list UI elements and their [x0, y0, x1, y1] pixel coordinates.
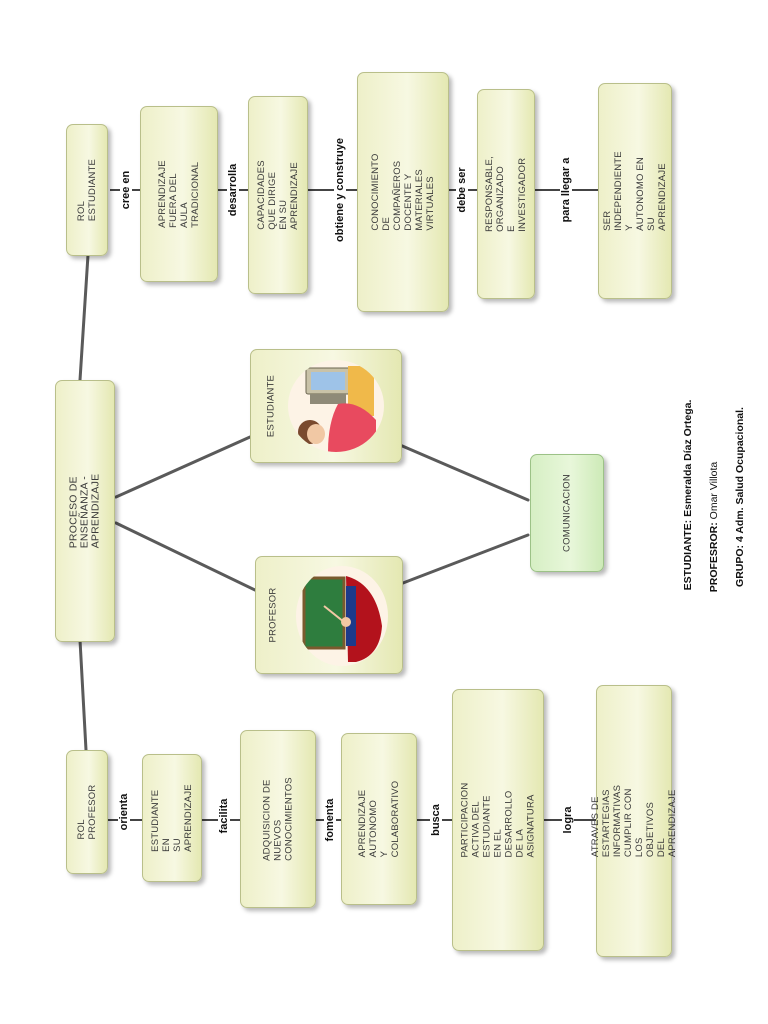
node-capacidades-text: CAPACIDADES QUE DIRIGE EN SU APRENDIZAJE	[256, 160, 300, 230]
node-aprendizaje-autonomo: APRENDIZAJE AUTONOMO Y COLABORATIVO	[341, 733, 417, 905]
node-participacion: PARTICIPACION ACTIVA DEL ESTUDIANTE EN E…	[452, 689, 544, 951]
node-conocimiento-text: CONOCIMIENTO DE COMPAÑEROS DOCENTE Y MAT…	[370, 153, 436, 231]
link-facilita: facilita	[218, 796, 230, 836]
connector-central-rol-profesor	[78, 638, 88, 752]
node-participacion-text: PARTICIPACION ACTIVA DEL ESTUDIANTE EN E…	[459, 782, 537, 858]
node-central-text: PROCESO DE ENSEÑANZA - APRENDIZAJE	[67, 473, 102, 549]
node-rol-estudiante: ROL ESTUDIANTE	[66, 124, 108, 256]
node-profesor-text: PROFESOR	[267, 587, 279, 643]
link-fomenta: fomenta	[324, 796, 336, 844]
connector-central-rol-estudiante	[78, 253, 90, 382]
credit-group: GRUPO: 4 Adm. Salud Ocupacional.	[734, 407, 746, 587]
credit-teacher: PROFESROR: Omar Villota	[708, 462, 720, 593]
node-estudiante-en: ESTUDIANTE EN SU APRENDIZAJE	[142, 754, 202, 882]
teacher-blackboard-icon	[296, 566, 388, 666]
link-logra: logra	[562, 804, 574, 836]
node-aprendizaje-fuera: APRENDIZAJE FUERA DEL AULA TRADICIONAL	[140, 106, 218, 282]
connector-central-estudiante	[114, 435, 252, 499]
node-ser-independiente-text: SER INDEPENDIENTE Y AUTONOMO EN SU APREN…	[602, 151, 668, 231]
link-orienta: orienta	[118, 791, 130, 833]
node-estudiante-text: ESTUDIANTE	[265, 374, 277, 438]
node-atraves: ATRAVES DE ESTARTEGIAS INFORMATIVAS CUMP…	[590, 685, 678, 957]
credit-student-label: ESTUDIANTE:	[682, 519, 694, 591]
node-responsable: RESPONSABLE, ORGANIZADO E INVESTIGADOR	[477, 89, 535, 299]
node-atraves-text: ATRAVES DE ESTARTEGIAS INFORMATIVAS CUMP…	[590, 784, 678, 858]
credit-teacher-value: Omar Villota	[708, 461, 720, 523]
credit-student: ESTUDIANTE: Esmeralda Díaz Ortega.	[682, 400, 694, 591]
node-aprendizaje-autonomo-text: APRENDIZAJE AUTONOMO Y COLABORATIVO	[357, 780, 401, 858]
credit-group-label: GRUPO:	[734, 544, 746, 587]
credit-teacher-label: PROFESROR:	[708, 522, 720, 593]
credit-group-value: 4 Adm. Salud Ocupacional.	[734, 407, 746, 545]
node-rol-profesor: ROL PROFESOR	[66, 750, 108, 874]
link-busca: busca	[430, 802, 442, 838]
node-estudiante: ESTUDIANTE	[250, 349, 402, 463]
node-estudiante-en-text: ESTUDIANTE EN SU APRENDIZAJE	[150, 784, 194, 852]
node-profesor: PROFESOR	[255, 556, 403, 674]
student-computer-icon	[288, 360, 384, 452]
node-comunicacion-text: COMUNICACION	[561, 474, 573, 552]
link-cree-en: cree en	[120, 168, 132, 212]
node-ser-independiente: SER INDEPENDIENTE Y AUTONOMO EN SU APREN…	[598, 83, 672, 299]
node-central: PROCESO DE ENSEÑANZA - APRENDIZAJE	[55, 380, 115, 642]
connector-central-profesor	[114, 521, 257, 592]
node-adquisicion-text: ADQUISICION DE NUEVOS CONOCIMIENTOS	[261, 777, 295, 861]
node-adquisicion: ADQUISICION DE NUEVOS CONOCIMIENTOS	[240, 730, 316, 908]
connector-estudiante-comunicacion	[398, 443, 530, 502]
credit-student-value: Esmeralda Díaz Ortega.	[682, 399, 694, 520]
link-obtiene: obtiene y construye	[334, 136, 346, 244]
node-responsable-text: RESPONSABLE, ORGANIZADO E INVESTIGADOR	[484, 156, 528, 232]
node-rol-estudiante-text: ROL ESTUDIANTE	[76, 158, 98, 222]
connector-profesor-comunicacion	[401, 533, 530, 585]
node-capacidades: CAPACIDADES QUE DIRIGE EN SU APRENDIZAJE	[248, 96, 308, 294]
link-debe-ser: debe ser	[456, 165, 468, 215]
node-comunicacion: COMUNICACION	[530, 454, 604, 572]
link-desarrolla: desarrolla	[227, 161, 239, 219]
node-rol-profesor-text: ROL PROFESOR	[76, 784, 98, 840]
link-para-llegar: para llegar a	[560, 155, 572, 225]
node-aprendizaje-fuera-text: APRENDIZAJE FUERA DEL AULA TRADICIONAL	[157, 160, 201, 228]
node-conocimiento: CONOCIMIENTO DE COMPAÑEROS DOCENTE Y MAT…	[357, 72, 449, 312]
